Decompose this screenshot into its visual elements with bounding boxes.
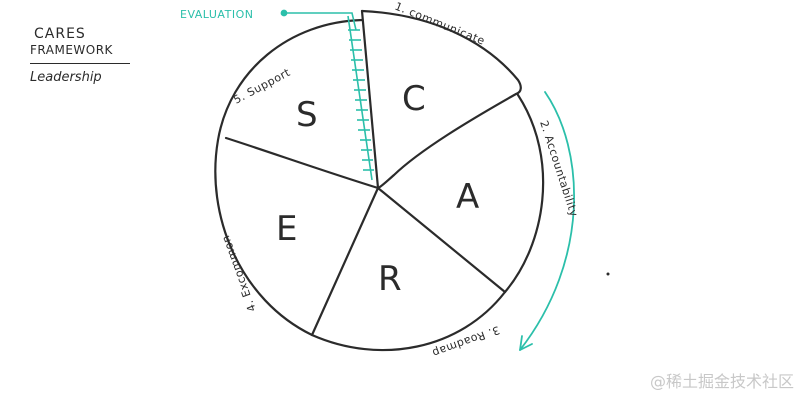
evaluation-label: EVALUATION: [180, 8, 253, 21]
title-divider: [30, 63, 130, 64]
cycle-arrow: [519, 91, 575, 351]
framework-subtitle: Leadership: [30, 70, 102, 85]
watermark: @稀土掘金技术社区: [649, 372, 794, 391]
segment-letter-a: A: [456, 177, 479, 217]
divider-es: [224, 136, 380, 190]
divider-ca: [376, 92, 518, 190]
segment-label-support: 5. Support: [231, 66, 292, 107]
segment-letter-s: S: [296, 95, 318, 135]
framework-title-line1: CARES: [34, 26, 86, 42]
segment-letter-c: C: [402, 79, 426, 119]
evaluation-hatch: [347, 15, 374, 181]
divider-ar: [376, 186, 507, 294]
divider-cs: [360, 9, 380, 190]
segment-label-excommon: 4. Excommon: [219, 233, 259, 313]
divider-re: [310, 186, 380, 337]
circle-arc-main: [214, 18, 545, 352]
evaluation-pointer: [280, 9, 357, 31]
framework-title: CARES FRAMEWORK Leadership: [30, 26, 140, 85]
framework-title-line2: FRAMEWORK: [30, 43, 113, 57]
segment-letter-r: R: [378, 259, 402, 299]
segment-label-communicate: 1. communicate: [393, 0, 487, 48]
segment-letter-e: E: [276, 209, 297, 249]
c-wedge-arc: [360, 9, 522, 96]
stray-dot: [606, 272, 610, 276]
